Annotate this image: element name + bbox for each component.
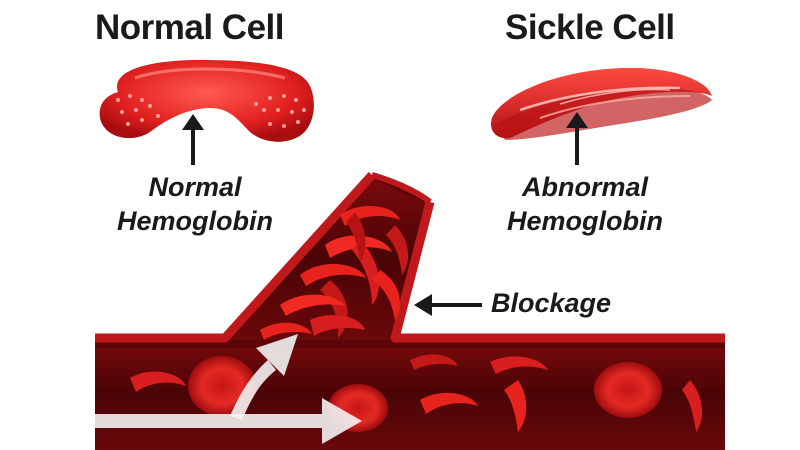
- flow-arrow-icon: [95, 398, 362, 444]
- up-arrow-icon: [182, 114, 204, 165]
- sickle-cell-title: Sickle Cell: [505, 8, 675, 47]
- up-arrow-icon: [566, 112, 588, 165]
- normal-label-line1: Normal: [148, 172, 242, 202]
- abnormal-label-line2: Hemoglobin: [507, 206, 663, 236]
- left-arrow-icon: [414, 294, 482, 316]
- abnormal-label-line1: Abnormal: [521, 172, 648, 202]
- abnormal-hemoglobin-label: Abnormal Hemoglobin: [485, 170, 685, 238]
- normal-red-blood-cell: [99, 60, 314, 142]
- sickle-red-blood-cell: [490, 67, 712, 140]
- flow-arrow-icon: [230, 334, 298, 420]
- normal-label-line2: Hemoglobin: [117, 206, 273, 236]
- clustered-sickle-cells: [260, 205, 409, 340]
- vessel-blood-cells: [130, 354, 703, 432]
- blockage-label: Blockage: [491, 288, 612, 318]
- normal-hemoglobin-label: Normal Hemoglobin: [100, 170, 290, 238]
- normal-cell-title: Normal Cell: [95, 8, 285, 47]
